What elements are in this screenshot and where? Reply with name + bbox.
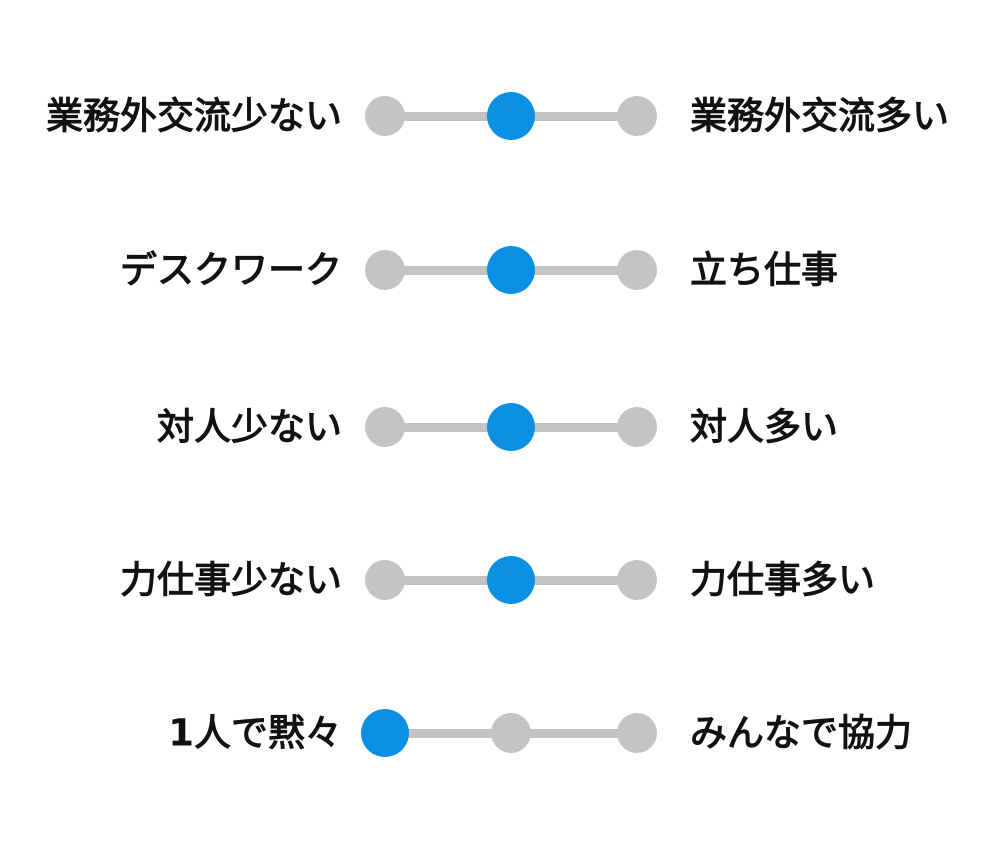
- slider-row-social: 業務外交流少ない 業務外交流多い: [0, 86, 1000, 146]
- slider-stop[interactable]: [491, 713, 531, 753]
- slider-stop[interactable]: [365, 250, 405, 290]
- slider-stop[interactable]: [365, 407, 405, 447]
- three-step-slider[interactable]: [365, 92, 657, 140]
- slider-row-physical: 力仕事少ない 力仕事多い: [0, 550, 1000, 610]
- slider-thumb[interactable]: [487, 246, 535, 294]
- slider-thumb[interactable]: [487, 92, 535, 140]
- left-label: 1人で黙々: [168, 711, 342, 755]
- slider-row-interpersonal: 対人少ない 対人多い: [0, 397, 1000, 457]
- left-label: 力仕事少ない: [120, 558, 342, 602]
- slider-stop[interactable]: [617, 560, 657, 600]
- three-step-slider[interactable]: [361, 709, 657, 757]
- slider-row-work-style: デスクワーク 立ち仕事: [0, 240, 1000, 300]
- right-label: 業務外交流多い: [690, 94, 949, 138]
- left-label: 対人少ない: [157, 405, 342, 449]
- slider-stop[interactable]: [617, 713, 657, 753]
- three-step-slider[interactable]: [365, 556, 657, 604]
- slider-thumb[interactable]: [361, 709, 409, 757]
- slider-stop[interactable]: [365, 560, 405, 600]
- right-label: 対人多い: [690, 405, 838, 449]
- slider-stop[interactable]: [617, 407, 657, 447]
- left-label: デスクワーク: [120, 248, 342, 292]
- left-label: 業務外交流少ない: [46, 94, 342, 138]
- three-step-slider[interactable]: [365, 403, 657, 451]
- right-label: みんなで協力: [690, 711, 912, 755]
- right-label: 立ち仕事: [690, 248, 838, 292]
- slider-stop[interactable]: [617, 96, 657, 136]
- slider-stop[interactable]: [617, 250, 657, 290]
- slider-stop[interactable]: [365, 96, 405, 136]
- three-step-slider[interactable]: [365, 246, 657, 294]
- slider-thumb[interactable]: [487, 556, 535, 604]
- right-label: 力仕事多い: [690, 558, 875, 602]
- slider-row-teamwork: 1人で黙々 みんなで協力: [0, 703, 1000, 763]
- slider-thumb[interactable]: [487, 403, 535, 451]
